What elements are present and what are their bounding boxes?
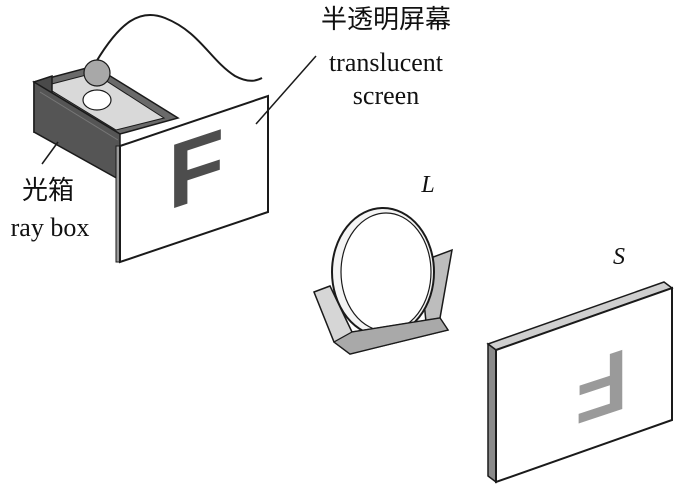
- raybox-label-en: ray box: [11, 213, 90, 242]
- object-letter: F: [168, 109, 224, 231]
- translucent-screen: F: [115, 94, 269, 264]
- screen-label-zh: 半透明屏幕: [321, 5, 451, 35]
- raybox-label-zh: 光箱: [22, 176, 74, 206]
- lens-holder-base: [332, 317, 449, 355]
- lens-face: [340, 212, 432, 332]
- lens: [313, 207, 453, 355]
- bulb-icon: [82, 59, 112, 111]
- screen-label-en-1: translucent: [329, 48, 444, 77]
- screen-s-label: S: [613, 244, 625, 270]
- screen-s-edge: [487, 342, 497, 484]
- lens-label: L: [420, 172, 434, 198]
- screen-s-face: [495, 286, 673, 484]
- screen-leader-line: [255, 55, 317, 125]
- ray-box: [32, 13, 263, 182]
- screen-label-en-2: screen: [353, 81, 419, 110]
- screen-s: F: [486, 281, 674, 484]
- translucent-screen-face: [119, 94, 269, 264]
- bulb-wire: [95, 13, 263, 82]
- raybox-leader-line: [41, 141, 59, 165]
- image-letter: F: [575, 329, 628, 443]
